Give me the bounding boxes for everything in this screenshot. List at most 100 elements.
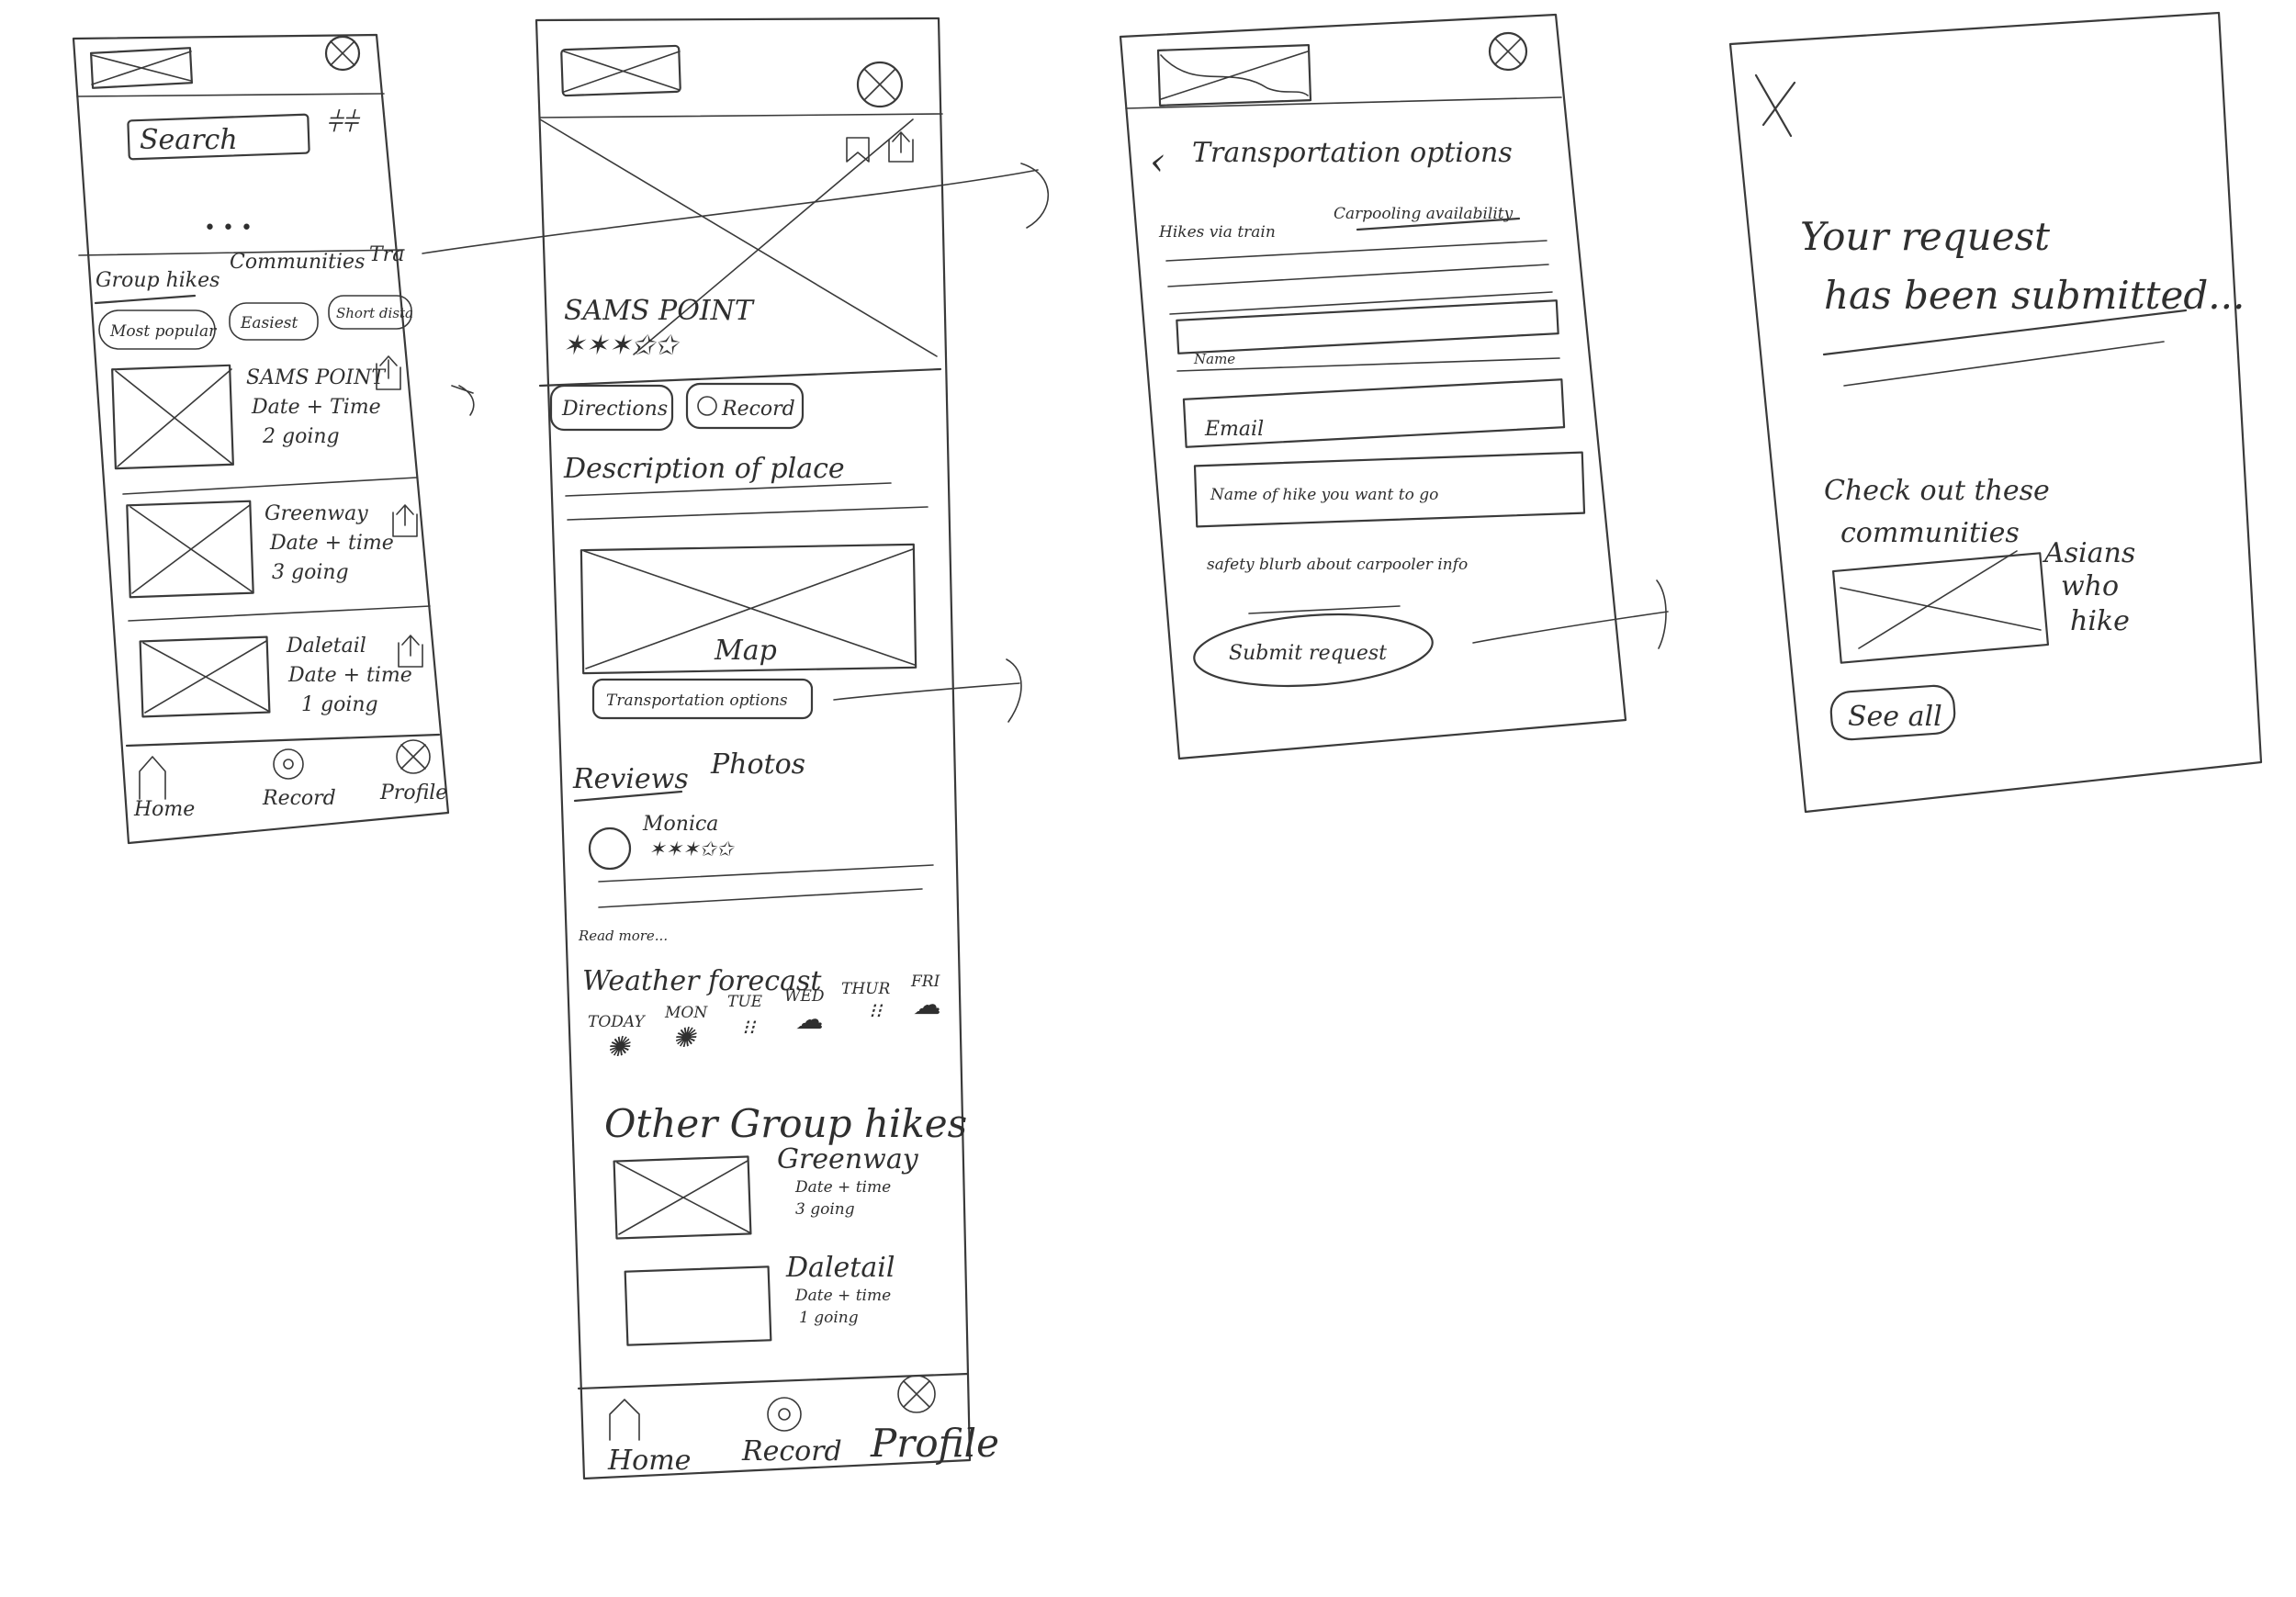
card-going: 2 going	[262, 425, 340, 448]
hike-card[interactable]: Greenway Date + time 3 going	[613, 1143, 919, 1240]
rating-stars: ✶✶✶✩✩	[562, 330, 681, 362]
submit-request-button[interactable]: Submit request	[1192, 607, 1435, 693]
hike-name-field[interactable]: Name of hike you want to go	[1193, 451, 1586, 528]
tab-communities[interactable]: Communities	[230, 251, 365, 274]
filter-most-popular[interactable]: Most popular	[98, 309, 217, 350]
tab-transportation[interactable]: Tra	[369, 243, 404, 266]
map-label: Map	[714, 635, 777, 667]
weather-day: TUE	[727, 993, 763, 1011]
see-all-button[interactable]: See all	[1829, 684, 1956, 741]
filter-most-popular-label: Most popular	[109, 322, 217, 341]
weather-title: Weather forecast	[582, 965, 822, 997]
screen-home: Search ⫩⫩ • • • Group hikes Communities …	[72, 33, 450, 845]
read-more-link[interactable]: Read more...	[578, 928, 668, 944]
reviewer-name: Monica	[642, 813, 718, 836]
flow-arrow	[833, 658, 1022, 723]
nav-home-label: Home	[133, 798, 195, 821]
screen4-frame	[1728, 11, 2263, 814]
nav-profile-label: Profile	[870, 1421, 999, 1466]
community-card[interactable]: Asians who hike	[1831, 537, 2135, 664]
carousel-dots: • • •	[204, 217, 253, 240]
record-icon	[697, 396, 717, 416]
name-field[interactable]: Name	[1176, 299, 1560, 372]
close-icon[interactable]	[1754, 73, 1796, 138]
screen1-frame	[72, 33, 450, 845]
card-date: Date + time	[794, 1287, 891, 1305]
record-icon	[767, 1397, 802, 1432]
weather-day: MON	[664, 1004, 708, 1022]
card-title: Daletail	[785, 1252, 895, 1284]
tab-reviews[interactable]: Reviews	[572, 763, 689, 795]
nav-home[interactable]: Home	[133, 756, 195, 821]
nav-home[interactable]: Home	[607, 1399, 691, 1477]
card-title: Greenway	[777, 1143, 919, 1175]
hike-card[interactable]: Daletail Date + time 1 going	[139, 635, 423, 718]
nav-record[interactable]: Record	[741, 1397, 842, 1468]
card-date: Date + time	[287, 664, 412, 687]
profile-icon[interactable]	[1488, 31, 1528, 72]
transportation-options-label: Transportation options	[606, 692, 788, 710]
safety-blurb: safety blurb about carpooler info	[1207, 556, 1468, 574]
card-going: 1 going	[301, 693, 378, 716]
partly-cloudy-icon: ☁	[913, 989, 940, 1021]
email-field[interactable]: Email	[1182, 378, 1566, 448]
email-field-label: Email	[1204, 418, 1264, 441]
card-title: SAMS POINT	[246, 366, 387, 389]
share-icon[interactable]	[398, 635, 423, 668]
logo-placeholder	[89, 47, 194, 89]
screen-confirmation: Your request has been submitted... Check…	[1728, 11, 2263, 814]
logo-placeholder	[560, 44, 681, 97]
tab-hikes-via-train[interactable]: Hikes via train	[1158, 223, 1276, 242]
nav-profile[interactable]: Profile	[379, 739, 447, 804]
map-placeholder[interactable]: Map	[580, 543, 917, 675]
communities-heading-line1: Check out these	[1824, 475, 2050, 507]
confirmation-heading-line2: has been submitted...	[1824, 273, 2245, 318]
filter-easiest[interactable]: Easiest	[229, 302, 319, 341]
back-chevron-icon[interactable]: ‹	[1150, 139, 1165, 184]
bookmark-icon[interactable]	[846, 137, 870, 163]
tab-photos[interactable]: Photos	[710, 748, 805, 781]
nav-profile-label: Profile	[379, 782, 447, 804]
weather-day: TODAY	[588, 1013, 646, 1031]
card-date: Date + time	[794, 1178, 891, 1197]
rain-icon: ⁝⁝	[869, 1000, 884, 1023]
filter-sliders-icon[interactable]: ⫩⫩	[326, 107, 361, 139]
profile-icon	[396, 739, 431, 774]
hike-card[interactable]: SAMS POINT Date + Time 2 going	[111, 355, 418, 495]
record-button[interactable]: Record	[685, 382, 805, 430]
flow-arrow	[451, 385, 475, 416]
tab-group-hikes[interactable]: Group hikes	[96, 269, 219, 292]
other-hikes-title: Other Group hikes	[604, 1101, 967, 1146]
image-placeholder	[624, 1265, 772, 1346]
nav-home-label: Home	[607, 1445, 691, 1477]
community-name-line: hike	[2070, 605, 2130, 637]
review-stars: ✶✶✶✩✩	[648, 838, 736, 861]
nav-record[interactable]: Record	[262, 748, 336, 810]
weather-day: THUR	[841, 980, 890, 998]
flow-arrow	[422, 163, 1050, 254]
transportation-options-button[interactable]: Transportation options	[591, 678, 814, 720]
tab-carpooling[interactable]: Carpooling availability	[1334, 205, 1514, 223]
profile-icon[interactable]	[324, 35, 361, 72]
directions-button[interactable]: Directions	[549, 384, 674, 432]
sun-icon: ✺	[606, 1031, 631, 1063]
nav-profile[interactable]: Profile	[870, 1375, 999, 1466]
profile-icon[interactable]	[856, 61, 904, 108]
confirmation-heading-line1: Your request	[1800, 214, 2050, 259]
share-icon[interactable]	[888, 131, 914, 163]
home-icon	[609, 1399, 640, 1441]
nav-record-label: Record	[741, 1435, 842, 1468]
search-input[interactable]: Search	[127, 113, 310, 161]
home-icon	[139, 756, 166, 800]
hike-card[interactable]: Greenway Date + time 3 going	[126, 500, 431, 622]
sun-icon: ✺	[672, 1022, 697, 1054]
screen-detail: SAMS POINT ✶✶✶✩✩ Directions Record Descr…	[535, 17, 999, 1480]
hike-card[interactable]: Daletail Date + time 1 going	[624, 1252, 895, 1346]
card-going: 3 going	[272, 561, 349, 584]
share-icon[interactable]	[376, 355, 401, 390]
share-icon[interactable]	[392, 504, 418, 537]
see-all-label: See all	[1848, 701, 1942, 733]
filter-short-distance[interactable]: Short dista	[328, 295, 413, 330]
community-name-line: who	[2061, 570, 2119, 602]
